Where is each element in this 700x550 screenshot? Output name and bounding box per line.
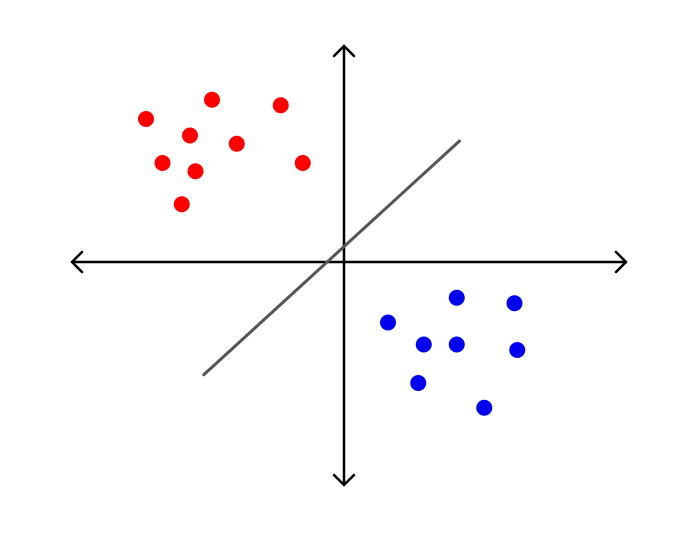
blue-point-8 xyxy=(476,399,493,416)
x-axis-right-arrowhead xyxy=(614,250,628,274)
y-axis-top-arrowhead xyxy=(332,44,356,58)
red-point-8 xyxy=(294,155,311,171)
y-axis-bottom-arrowhead xyxy=(332,473,356,487)
blue-point-5 xyxy=(448,336,465,353)
x-axis xyxy=(70,250,628,274)
red-point-3 xyxy=(272,97,289,114)
red-point-6 xyxy=(154,155,171,171)
y-axis xyxy=(332,44,356,487)
red-point-7 xyxy=(187,163,204,180)
blue-point-2 xyxy=(506,295,523,312)
red-point-2 xyxy=(204,91,220,108)
blue-point-3 xyxy=(380,314,396,331)
blue-point-4 xyxy=(415,336,432,353)
blue-point-1 xyxy=(448,289,465,306)
red-point-cluster xyxy=(138,91,311,213)
red-point-1 xyxy=(138,111,154,127)
blue-point-6 xyxy=(509,342,526,358)
red-point-9 xyxy=(173,196,190,213)
red-point-5 xyxy=(228,135,245,152)
blue-point-cluster xyxy=(380,289,526,416)
red-point-4 xyxy=(182,127,198,144)
decision-boundary-line xyxy=(202,139,461,377)
data-points xyxy=(138,91,526,416)
x-axis-left-arrowhead xyxy=(70,250,84,274)
blue-point-7 xyxy=(410,375,427,391)
